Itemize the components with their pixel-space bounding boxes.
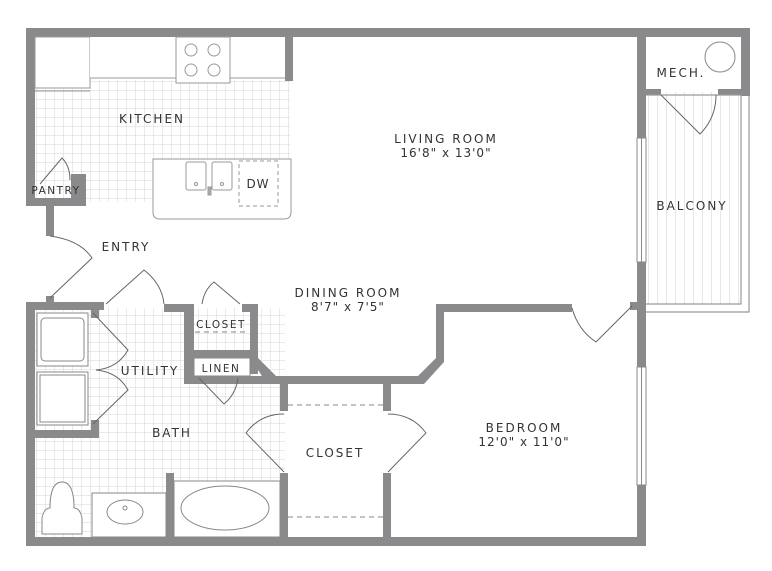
toilet-icon [41, 481, 83, 535]
washer-door-top [92, 312, 129, 371]
linen-door [198, 377, 239, 405]
balcony-railing [646, 94, 750, 313]
bath-fixtures [36, 312, 281, 538]
room-label-pantry: PANTRY [31, 185, 81, 197]
closet-door [201, 281, 241, 305]
walls [26, 28, 750, 546]
washer-door-bottom [92, 369, 129, 425]
room-label-bath: BATH [152, 426, 192, 440]
room-label-kitchen: KITCHEN [119, 112, 185, 126]
sink-left-icon [185, 161, 207, 191]
water-heater-icon [704, 41, 736, 73]
bathroom-sink-icon [106, 499, 144, 525]
dishwasher [238, 160, 279, 207]
room-label-utility: UTILITY [120, 364, 180, 378]
stove-icon [175, 36, 231, 84]
closet-shelves [195, 331, 383, 518]
living-dimensions: 16'8" x 13'0" [400, 146, 492, 160]
linen-shelf [193, 357, 251, 377]
utility-door [105, 269, 165, 305]
dishwasher-label: DW [246, 177, 270, 191]
bedroom-door [571, 305, 633, 343]
kitchen-counters [34, 36, 292, 220]
bath-door [245, 413, 285, 473]
pantry-door [39, 157, 71, 185]
door-swings [39, 94, 717, 473]
room-label-mech: MECH. [656, 66, 706, 80]
dining-dimensions: 8'7" x 7'5" [311, 300, 385, 314]
windows [636, 137, 647, 486]
room-label-balcony: BALCONY [656, 199, 728, 213]
sink-right-icon [211, 161, 233, 191]
room-label-walk-in-closet: CLOSET [305, 446, 365, 460]
bedroom-dimensions: 12'0" x 11'0" [478, 435, 570, 449]
room-label-linen: LINEN [201, 363, 241, 375]
balcony-deck [648, 92, 740, 304]
room-label-entry: ENTRY [101, 240, 151, 254]
walk-in-closet-door [387, 413, 427, 473]
entry-door [49, 235, 93, 299]
bathtub-icon [180, 485, 270, 531]
room-label-closet: CLOSET [196, 319, 246, 331]
mech-door [660, 94, 717, 135]
